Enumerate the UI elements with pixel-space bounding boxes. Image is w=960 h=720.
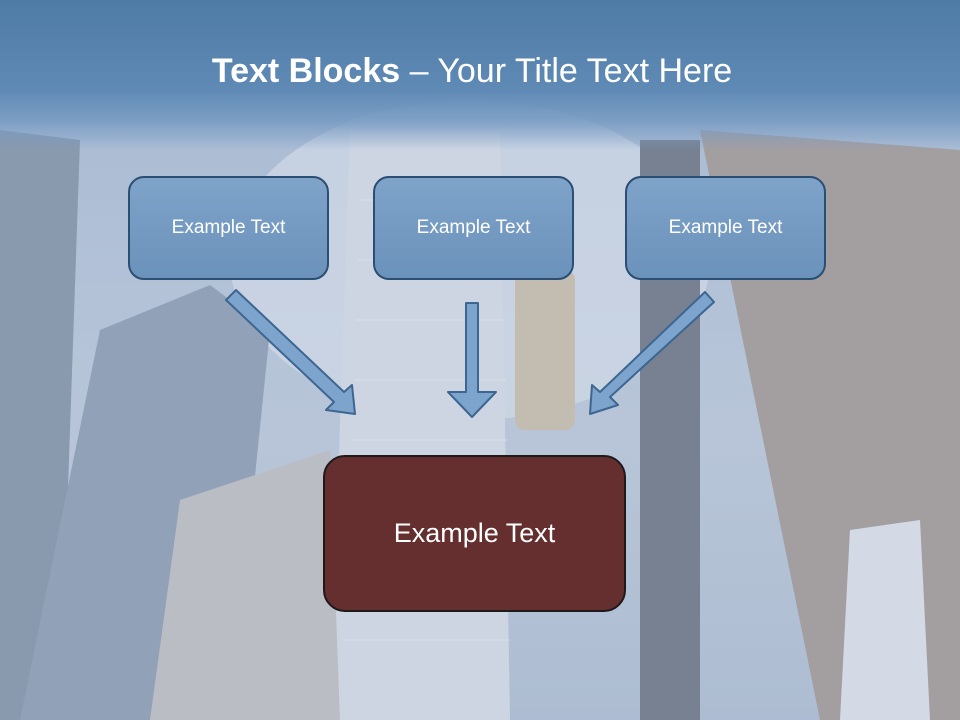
target-text-block-label: Example Text [393, 518, 556, 548]
text-block-center-label: Example Text [416, 217, 531, 238]
arrow-left-diagonal [225, 289, 356, 415]
text-block-center[interactable]: Example Text [373, 176, 574, 280]
title-bold-part: Text Blocks [211, 52, 401, 90]
target-text-block[interactable]: Example Text [323, 455, 626, 612]
slide-title: Text Blocks – Your Title Text Here [0, 52, 944, 91]
title-rest-part: Your Title Text Here [437, 52, 733, 90]
text-block-left[interactable]: Example Text [128, 176, 329, 280]
text-block-right[interactable]: Example Text [625, 176, 826, 280]
arrow-center-down [447, 302, 497, 418]
text-block-right-label: Example Text [668, 217, 783, 238]
text-block-left-label: Example Text [171, 217, 286, 238]
title-band [0, 0, 960, 150]
arrow-right-diagonal [589, 291, 715, 415]
title-separator: – [400, 52, 438, 90]
